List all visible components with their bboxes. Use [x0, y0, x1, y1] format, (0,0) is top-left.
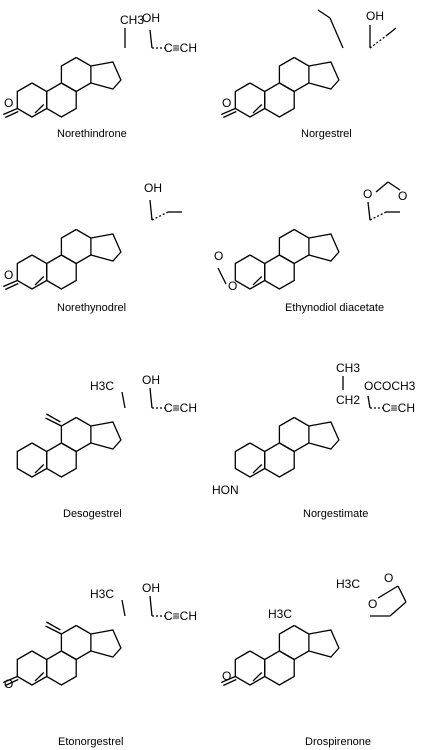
ketone-bond [3, 279, 18, 288]
hydroxyl-label: OH [366, 9, 384, 23]
ethyl-label: H3C [90, 379, 114, 393]
ring-bond [90, 233, 122, 262]
ketone-label: O [4, 268, 13, 282]
double-bond [34, 276, 45, 286]
ketone-label: O [222, 669, 231, 683]
ring-bond [234, 650, 266, 686]
double-bond [252, 464, 263, 474]
hydroxyl-label: OH [144, 181, 162, 195]
exo-methylene-bond [46, 621, 61, 631]
ring-bond [90, 421, 122, 450]
ketone-bond [3, 107, 18, 116]
compound-name: Desogestrel [63, 508, 122, 520]
ketone-bond [221, 107, 236, 116]
ring-bond [264, 254, 295, 290]
ketone-bond [223, 678, 237, 687]
exo-methylene-bond [46, 413, 61, 423]
ring-bond [278, 624, 310, 661]
ethynyl-label: C≡CH [164, 41, 197, 55]
ring-bond [16, 442, 48, 478]
ring-bond [264, 650, 295, 686]
carbonyl-oxygen-label: O [398, 189, 407, 203]
ring-bond [264, 82, 295, 118]
ring-bond [60, 416, 92, 453]
ring-bond [278, 228, 310, 265]
ring-bond [90, 61, 122, 90]
ester-oxygen-label: O [228, 279, 237, 293]
ring-bond [60, 56, 92, 93]
oxime-label: HON [212, 483, 239, 497]
ring-bond [46, 254, 77, 290]
compound-name: Norgestimate [303, 508, 369, 520]
ring-bond [308, 421, 340, 450]
methyl-label: CH3 [120, 13, 144, 27]
ring-bond [60, 624, 92, 661]
methylene-label: CH2 [336, 393, 360, 407]
ring-bond [60, 228, 92, 265]
ethynyl-label: C≡CH [382, 401, 415, 415]
compound-name: Ethynodiol diacetate [285, 302, 385, 314]
ring-bond [278, 416, 310, 453]
ketone-label: O [4, 96, 13, 110]
compound-name: Etonorgestrel [58, 736, 124, 748]
structure-norgestrel: OH O [221, 9, 397, 119]
ring-bond [234, 254, 266, 290]
ring-bond [16, 650, 48, 686]
ring-bond [90, 629, 122, 658]
ring-bond [234, 82, 266, 118]
double-bond [252, 276, 263, 286]
structure-norgestimate: CH3 CH2 OCOCH3 C≡CH HON [212, 361, 416, 497]
ethynyl-label: C≡CH [164, 401, 197, 415]
hydroxyl-label: OH [142, 581, 160, 595]
double-bond [252, 672, 263, 682]
ketone-bond [221, 675, 236, 684]
hydroxyl-label: OH [142, 11, 160, 25]
double-bond [252, 104, 263, 114]
ring-bond [16, 254, 48, 290]
lactone-carbonyl-label: O [384, 571, 393, 585]
ring-bond [264, 442, 295, 478]
ring-bond [308, 629, 340, 658]
carbonyl-oxygen-label: O [214, 249, 223, 263]
ethynyl-label: C≡CH [164, 609, 197, 623]
double-bond [34, 104, 45, 114]
structure-desogestrel: H3C OH C≡CH [16, 373, 197, 478]
exo-methylene-bond [45, 417, 62, 427]
acetoxy-label: OCOCH3 [364, 379, 416, 393]
ring-bond [234, 442, 266, 478]
compound-name: Norethindrone [57, 128, 127, 140]
methyl-label: H3C [336, 577, 360, 591]
double-bond [34, 464, 45, 474]
ester-oxygen-label: O [363, 187, 372, 201]
structure-etonorgestrel: H3C OH C≡CH O [3, 581, 197, 691]
double-bond [34, 672, 45, 682]
methyl-label: H3C [268, 607, 292, 621]
hydroxyl-label: OH [142, 373, 160, 387]
structure-norethynodrel: OH O [3, 181, 182, 291]
ring-bond [46, 650, 77, 686]
ring-bond [308, 233, 340, 262]
ketone-label: O [4, 677, 13, 691]
lactone-ring-oxygen-label: O [368, 597, 377, 611]
compound-name: Norgestrel [301, 128, 352, 140]
ethyl-label: H3C [90, 587, 114, 601]
ring-bond [46, 442, 77, 478]
ketone-bond [5, 678, 19, 687]
ketone-bond [5, 282, 19, 291]
ketone-bond [223, 110, 237, 119]
ring-bond [46, 82, 77, 118]
ketone-bond [3, 675, 18, 684]
ring-bond [16, 82, 48, 118]
ketone-bond [5, 110, 19, 119]
structure-norethindrone: CH3 OH C≡CH O [3, 11, 197, 119]
structure-drospirenone: H3C H3C O O O [221, 571, 407, 687]
ketone-label: O [222, 96, 231, 110]
methyl-label: CH3 [336, 361, 360, 375]
compound-name: Drospirenone [305, 736, 372, 748]
ring-bond [308, 61, 340, 90]
exo-methylene-bond [45, 625, 62, 635]
structure-ethynodiol-diacetate: O O O O [214, 181, 407, 293]
ring-bond [278, 56, 310, 93]
compound-name: Norethynodrel [57, 302, 127, 314]
